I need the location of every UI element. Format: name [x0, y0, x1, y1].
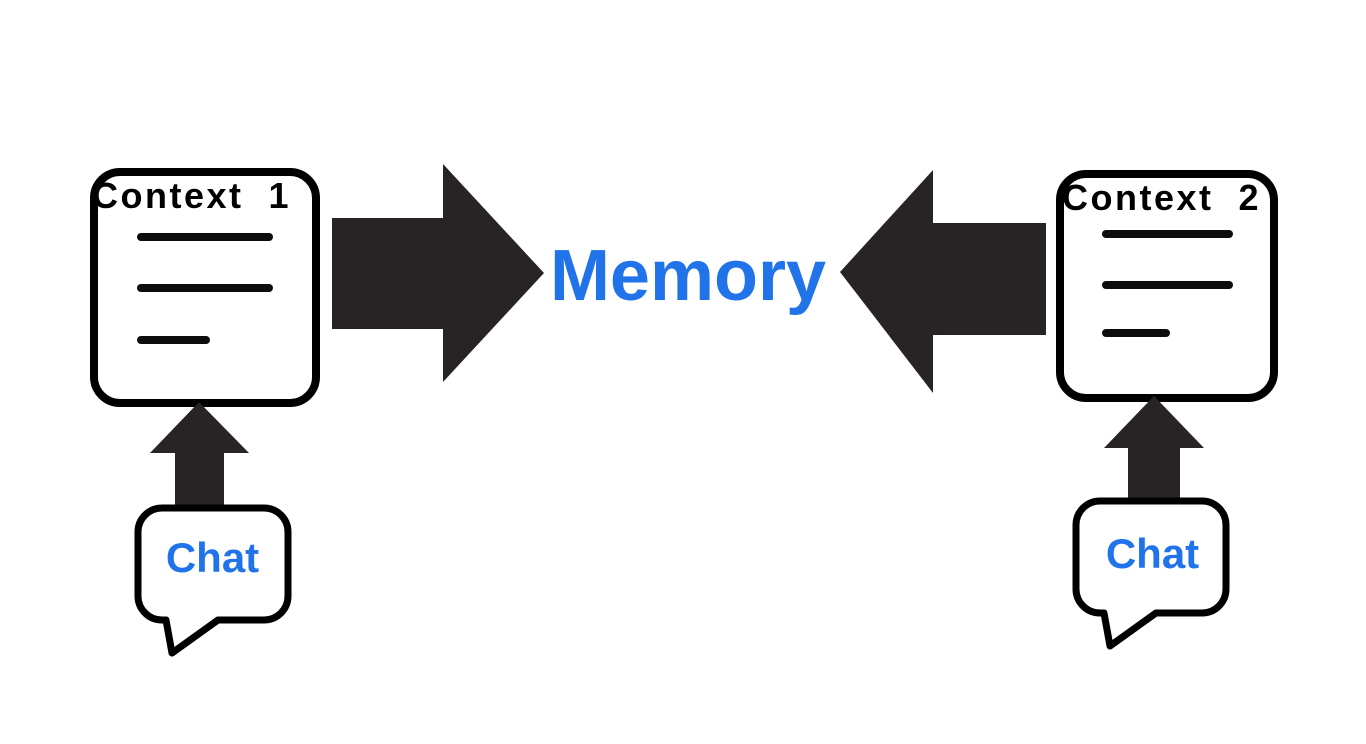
- text-line-bar: [1102, 329, 1170, 337]
- text-line-bar: [137, 233, 273, 241]
- context-2-box: Context 2: [1056, 170, 1278, 402]
- text-line-bar: [137, 284, 273, 292]
- context-1-box: Context 1: [90, 168, 320, 407]
- left-arrow-icon: [840, 170, 1046, 393]
- text-line-bar: [137, 336, 210, 344]
- text-line-bar: [1102, 230, 1233, 238]
- text-line-bar: [1102, 281, 1233, 289]
- up-arrow-icon: [150, 402, 249, 506]
- speech-bubble-icon: [134, 504, 292, 657]
- context-1-label: Context 1: [92, 175, 292, 216]
- chat-label: Chat: [165, 534, 260, 581]
- context-2-label: Context 2: [1062, 177, 1262, 218]
- memory-title: Memory: [549, 236, 827, 316]
- right-arrow-icon: [332, 164, 544, 382]
- speech-bubble-icon: [1072, 497, 1230, 650]
- up-arrow-icon: [1104, 396, 1204, 499]
- chat-label: Chat: [1105, 530, 1200, 577]
